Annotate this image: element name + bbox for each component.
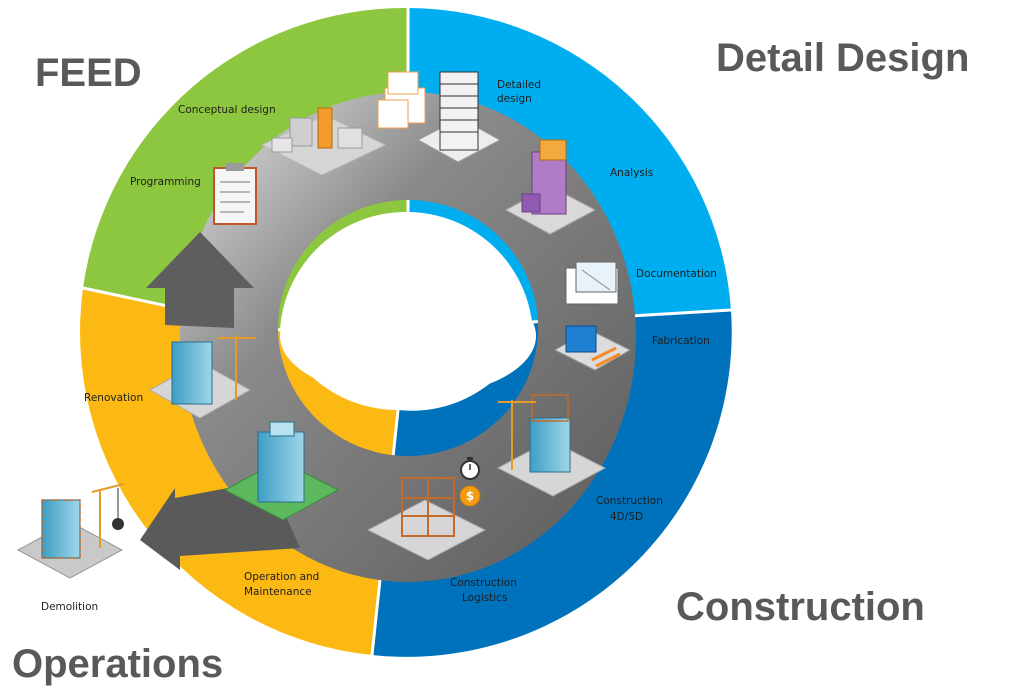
detailed-design-label-line2: design xyxy=(497,93,532,105)
dollar-coin-icon: $ xyxy=(459,485,481,507)
construction-title: Construction xyxy=(676,585,925,629)
operation-maintenance-label-line2: Maintenance xyxy=(244,586,312,598)
detailed-design-label-line1: Detailed xyxy=(497,79,541,91)
renovation-illustration xyxy=(148,335,256,419)
documentation-illustration xyxy=(565,261,619,305)
analysis-label: Analysis xyxy=(610,167,653,179)
operation-maintenance-label-line1: Operation and xyxy=(244,571,319,583)
detailed-design-illustration xyxy=(416,71,502,163)
construction-4d5d-illustration xyxy=(496,394,607,497)
cycle-arrow xyxy=(146,232,254,328)
feed-title: FEED xyxy=(35,51,142,95)
floor-plan-sheets xyxy=(377,71,426,129)
construction-4d5d-label-line2: 4D/5D xyxy=(610,511,643,523)
documentation-label: Documentation xyxy=(636,268,717,280)
demolition-illustration xyxy=(16,483,125,579)
svg-text:$: $ xyxy=(466,489,474,503)
operations-title: Operations xyxy=(12,642,223,686)
demolition-label: Demolition xyxy=(41,601,98,613)
programming-label: Programming xyxy=(130,176,201,188)
clipboard-icon xyxy=(213,163,257,225)
illustrations: $ xyxy=(16,71,632,579)
stage-labels: Conceptual design Programming Detailed d… xyxy=(41,79,717,613)
renovation-label: Renovation xyxy=(84,392,143,404)
phase-titles: FEED Detail Design Construction Operatio… xyxy=(12,36,969,686)
analysis-illustration xyxy=(504,139,597,235)
construction-logistics-illustration xyxy=(366,477,487,561)
conceptual-design-label: Conceptual design xyxy=(178,104,276,116)
fabrication-label: Fabrication xyxy=(652,335,710,347)
center-hole xyxy=(280,274,536,398)
construction-logistics-label-line1: Construction xyxy=(450,577,517,589)
detail-design-title: Detail Design xyxy=(716,36,969,80)
fabrication-illustration xyxy=(553,325,632,371)
conceptual-design-illustration xyxy=(260,107,387,176)
construction-4d5d-label-line1: Construction xyxy=(596,495,663,507)
construction-logistics-label-line2: Logistics xyxy=(462,592,507,604)
operation-maintenance-illustration xyxy=(223,421,340,521)
stopwatch-icon xyxy=(460,457,480,480)
